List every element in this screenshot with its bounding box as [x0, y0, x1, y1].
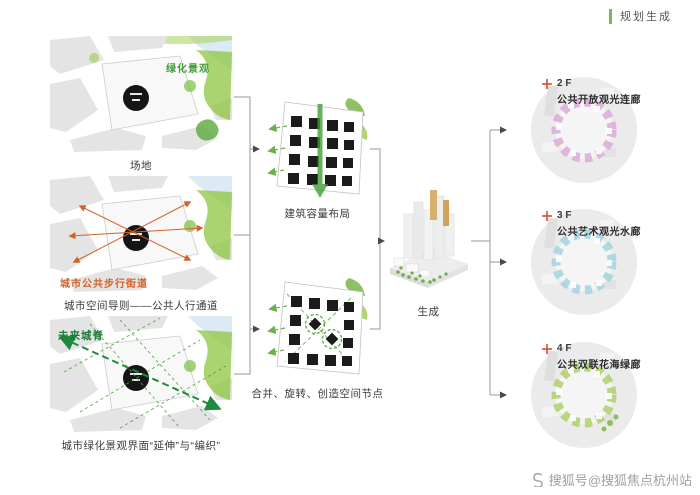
space-node-rings [304, 313, 343, 350]
building-footprints [288, 116, 354, 186]
massing-graphic [390, 190, 468, 288]
header-accent-bar [609, 8, 612, 24]
ring-4f-graphic [531, 342, 637, 448]
setback-arrows [267, 303, 288, 356]
ridge-overlay-label: 未来城脊 [58, 330, 104, 342]
logo-stamp [123, 365, 149, 391]
site-map-graphic [50, 36, 232, 154]
tree-dots [396, 266, 448, 284]
cross-marker-icon [542, 79, 552, 89]
floor-label-3f: 3 F 公共艺术观光水廊 [542, 210, 641, 238]
site-map-pedestrian: 城市公共步行街道 城市空间导则——公共人行通道 [50, 176, 232, 316]
diagram-caption-nodes: 合并、旋转、创造空间节点 [251, 388, 384, 400]
map-caption-ridge: 城市绿化景观界面“延伸”与“编织” [61, 440, 221, 452]
pedestrian-overlay-label: 城市公共步行街道 [60, 279, 148, 290]
floor-label-2f: 2 F 公共开放观光连廊 [542, 78, 641, 106]
pedestrian-route-arrows [68, 201, 204, 263]
floor-label-4f: 4 F 公共双联花海绿廊 [542, 343, 641, 371]
map-caption-pedestrian: 城市空间导则——公共人行通道 [64, 300, 218, 312]
floor-description: 公共开放观光连廊 [557, 95, 641, 106]
diagram-volume-layout: 建筑容量布局 [265, 96, 370, 221]
map-caption-site: 场地 [130, 160, 152, 172]
setback-arrows [267, 123, 288, 176]
ring-2f-corridor: 2 F 公共开放观光连廊 [526, 72, 642, 202]
site-map-greenery: 绿化景观 场地 [50, 36, 232, 176]
cross-marker-icon [542, 344, 552, 354]
greenery-overlay-label: 绿化景观 [166, 64, 210, 75]
sohu-logo-icon [532, 472, 543, 487]
diagram-space-nodes: 合并、旋转、创造空间节点 [252, 276, 383, 401]
garden-dots [601, 414, 619, 432]
cross-marker-icon [542, 211, 552, 221]
ring-4f-corridor: 4 F 公共双联花海绿廊 [526, 337, 642, 467]
logo-stamp [123, 85, 149, 111]
volume-layout-graphic [267, 98, 368, 198]
floor-description: 公共艺术观光水廊 [557, 227, 641, 238]
diagram-caption-volume: 建筑容量布局 [284, 208, 351, 220]
floor-number: 2 F [557, 78, 572, 89]
massing-caption: 生成 [417, 306, 440, 318]
watermark-text: 搜狐号@搜狐焦点杭州站 [548, 473, 692, 488]
floor-description: 公共双联花海绿廊 [557, 360, 641, 371]
ring-3f-corridor: 3 F 公共艺术观光水廊 [526, 204, 642, 334]
watermark: 搜狐号@搜狐焦点杭州站 [530, 470, 692, 489]
ridge-weave-arrows [58, 317, 227, 429]
pedestrian-map-graphic [50, 176, 232, 294]
floor-number: 4 F [557, 343, 572, 354]
ring-3f-graphic [531, 209, 637, 315]
space-nodes-graphic [267, 278, 368, 375]
ring-2f-graphic [531, 77, 637, 183]
floor-number: 3 F [557, 210, 572, 221]
massing-generated-model: 生成 [386, 182, 471, 322]
ridge-map-graphic [50, 316, 232, 434]
green-axis-arrow [312, 104, 328, 198]
building-footprints [288, 296, 354, 366]
site-map-ridge: 未来城脊 城市绿化景观界面“延伸”与“编织” [50, 316, 232, 456]
section-title: 规划生成 [620, 11, 672, 23]
section-header: 规划生成 [609, 8, 672, 24]
